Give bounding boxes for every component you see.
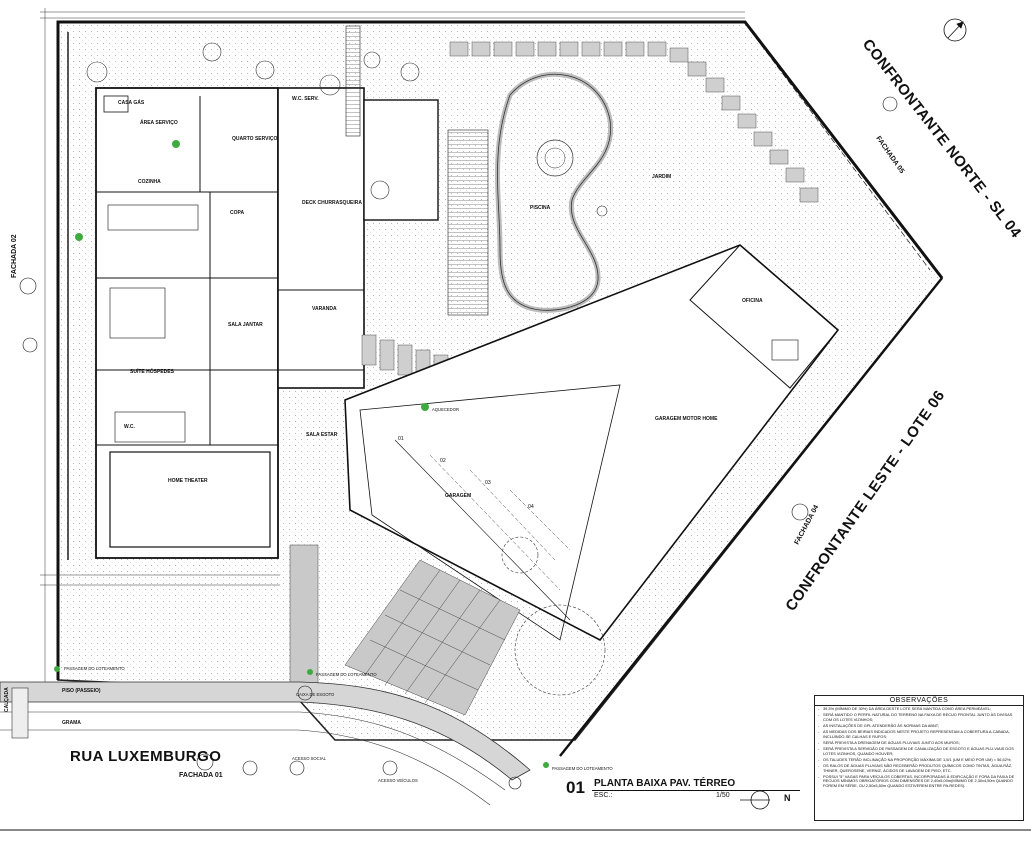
room-label-wc: W.C. [124, 424, 135, 430]
north-arrow-icon [740, 18, 967, 810]
label-fachada-05: FACHADA 05 [874, 135, 905, 175]
garage-spot-04: 04 [528, 504, 534, 510]
garage-spot-02: 02 [440, 458, 446, 464]
room-label-cozinha: COZINHA [138, 179, 161, 185]
observation-item: OS TALUDES TERÃO INCLINAÇÃO NA PROPORÇÃO… [818, 757, 1020, 763]
callout-aquecedor: AQUECEDOR [432, 407, 459, 412]
label-fachada-04: FACHADA 04 [794, 504, 821, 546]
room-label-deck: DECK CHURRASQUEIRA [302, 200, 362, 206]
stepping-stones [361, 41, 819, 386]
observations-box: OBSERVAÇÕES 39,3% (MÍNIMO DE 30%) DA ÁRE… [814, 695, 1024, 821]
label-fachada-01: FACHADA 01 [179, 772, 223, 779]
observation-item: 39,3% (MÍNIMO DE 30%) DA ÁREA DESTE LOTE… [818, 706, 1020, 712]
label-fachada-02: FACHADA 02 [11, 234, 18, 278]
scale-label: ESC.: [594, 792, 613, 799]
garage-spot-03: 03 [485, 480, 491, 486]
observation-item: SERÁ MANTIDO O PERFIL NATURAL DO TERRENO… [818, 712, 1020, 722]
room-label-piscina: PISCINA [530, 205, 551, 211]
drawing-title: PLANTA BAIXA PAV. TÉRREO [594, 778, 736, 789]
room-label-sala-estar: SALA ESTAR [306, 432, 338, 438]
callout-passagem-2: PASSAGEM DO LOTEAMENTO [316, 672, 377, 677]
stairs [345, 25, 489, 316]
section-markers [19, 96, 898, 790]
observation-item: SERÁ PREVISTA A SERVIDÃO DE PASSAGEM DE … [818, 746, 1020, 756]
observations-title: OBSERVAÇÕES [815, 696, 1023, 706]
room-label-jardim: JARDIM [652, 174, 671, 180]
house-walls [95, 87, 439, 559]
room-label-oficina: OFICINA [742, 298, 763, 304]
observation-item: OS RALOS DE ÁGUAS PLUVIAIS NÃO RECEBERÃO… [818, 763, 1020, 773]
label-acesso-veiculos: ACESSO VEÍCULOS [378, 778, 418, 783]
room-label-copa: COPA [230, 210, 244, 216]
dimension-lines [40, 8, 745, 700]
observations-list: 39,3% (MÍNIMO DE 30%) DA ÁREA DESTE LOTE… [815, 706, 1023, 789]
callout-caixa-esgoto: CAIXA DE ESGOTO [296, 692, 335, 697]
label-grama: GRAMA [62, 720, 81, 726]
room-label-home-theater: HOME THEATER [168, 478, 208, 484]
observation-item: POSSUI "5" VAGAS PARA VEÍCULOS COBERTAS,… [818, 774, 1020, 789]
room-label-sala-jantar: SALA JANTAR [228, 322, 263, 328]
title-underline [592, 790, 800, 791]
label-calcada: CALÇADA [4, 687, 10, 712]
label-rua-luxemburgo: RUA LUXEMBURGO [70, 748, 221, 765]
room-label-varanda: VARANDA [312, 306, 337, 312]
observation-item: SERÁ PREVISTA A DRENAGEM DE ÁGUAS PLUVIA… [818, 740, 1020, 746]
label-passeio: PISO (PASSEIO) [62, 688, 101, 694]
driveway [289, 544, 521, 716]
room-label-quarto-servico: QUARTO SERVIÇO [232, 136, 277, 142]
callout-passagem-1: PASSAGEM DO LOTEAMENTO [64, 666, 125, 671]
lot-boundary [56, 20, 944, 757]
green-markers [54, 140, 549, 768]
callout-passagem-3: PASSAGEM DO LOTEAMENTO [552, 766, 613, 771]
room-label-casa-gas: CASA GÁS [118, 99, 145, 106]
trees [86, 42, 606, 696]
garage-spot-01: 01 [398, 436, 404, 442]
room-label-area-servico: ÁREA SERVIÇO [140, 119, 178, 126]
room-label-wc-servico: W.C. SERV. [292, 96, 319, 102]
garage-building [344, 244, 840, 642]
observation-item: AS MEDIDAS DOS BEIRAIS INDICADOS NESTE P… [818, 729, 1020, 739]
pool [495, 71, 614, 313]
scale-value: 1/50 [716, 792, 730, 799]
observation-item: AS INSTALAÇÕES DE GPL ATENDERÃO ÀS NORMA… [818, 723, 1020, 729]
room-label-garagem-motor-home: GARAGEM MOTOR HOME [655, 416, 718, 422]
drawing-number: 01 [566, 778, 585, 797]
room-label-suite-hospedes: SUÍTE HÓSPEDES [130, 367, 175, 375]
street [0, 681, 531, 806]
north-label: N [784, 793, 791, 803]
label-acesso-social: ACESSO SOCIAL [292, 756, 327, 761]
room-label-garagem: GARAGEM [445, 493, 471, 499]
